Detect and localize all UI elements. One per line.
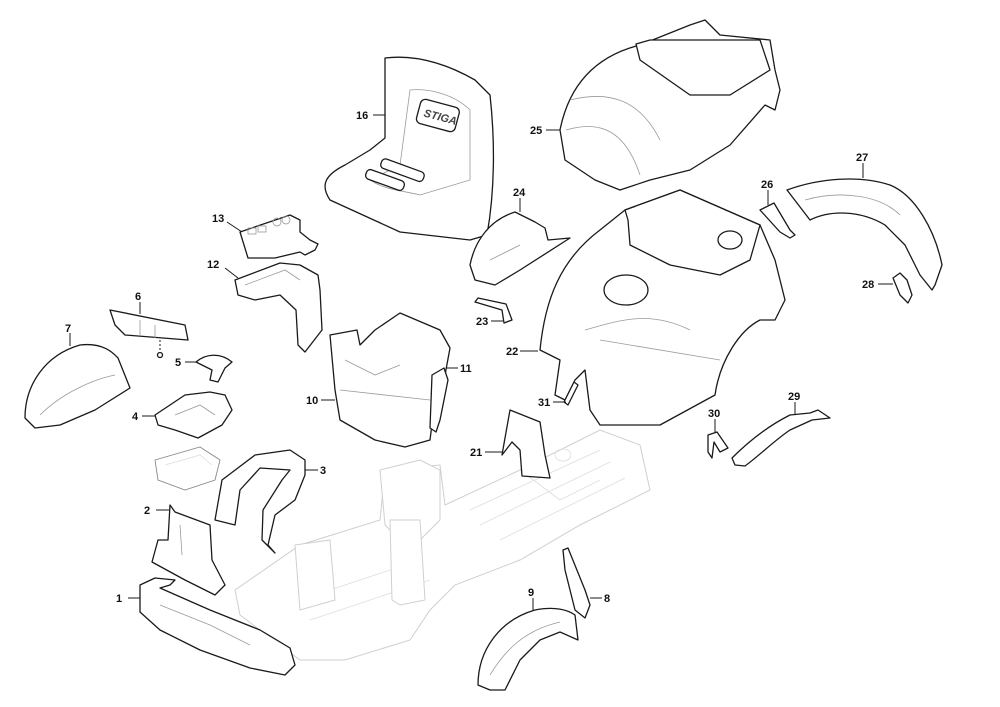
callout-label-10: 10 xyxy=(306,395,318,407)
callout-7[interactable]: 7 xyxy=(65,323,71,346)
callout-label-23: 23 xyxy=(476,316,488,328)
callout-11[interactable]: 11 xyxy=(446,363,472,375)
part-26-bracket[interactable] xyxy=(759,202,796,239)
part-12-console[interactable] xyxy=(234,262,323,353)
battery-ghost xyxy=(154,446,221,491)
chassis-frame xyxy=(234,429,651,661)
part-27-rear-fender[interactable] xyxy=(786,178,943,291)
callout-label-21: 21 xyxy=(470,447,482,459)
part-13-control-panel[interactable] xyxy=(239,214,319,259)
callout-label-2: 2 xyxy=(144,505,150,517)
callout-28[interactable]: 28 xyxy=(862,279,893,291)
callout-label-6: 6 xyxy=(135,291,141,303)
callout-label-1: 1 xyxy=(116,593,122,605)
part-6-bar[interactable] xyxy=(109,309,189,359)
callout-27[interactable]: 27 xyxy=(856,152,868,178)
callout-12[interactable]: 12 xyxy=(207,259,239,279)
callout-label-24: 24 xyxy=(513,187,526,199)
callout-label-7: 7 xyxy=(65,323,71,335)
part-16-seat[interactable]: STIGA xyxy=(324,56,495,241)
part-30-clip[interactable] xyxy=(707,431,729,459)
part-4-cover[interactable] xyxy=(154,391,233,439)
callout-label-31: 31 xyxy=(538,397,550,409)
callout-3[interactable]: 3 xyxy=(305,465,326,477)
part-1-front-bumper[interactable] xyxy=(139,577,296,676)
callout-13[interactable]: 13 xyxy=(212,213,243,233)
part-25-hood-cover[interactable] xyxy=(559,19,781,191)
callout-label-27: 27 xyxy=(856,152,868,164)
callout-23[interactable]: 23 xyxy=(476,316,503,328)
callout-6[interactable]: 6 xyxy=(135,291,141,314)
callout-25[interactable]: 25 xyxy=(530,125,560,137)
part-3-tunnel-cover[interactable] xyxy=(214,449,306,554)
callout-label-12: 12 xyxy=(207,259,219,271)
callout-label-4: 4 xyxy=(132,411,139,423)
callout-26[interactable]: 26 xyxy=(761,179,773,205)
callout-label-25: 25 xyxy=(530,125,542,137)
part-31-rod[interactable] xyxy=(563,381,579,406)
callout-label-16: 16 xyxy=(356,110,368,122)
callout-label-30: 30 xyxy=(708,408,720,420)
part-21-bracket[interactable] xyxy=(501,409,551,479)
callout-label-13: 13 xyxy=(212,213,224,225)
callout-2[interactable]: 2 xyxy=(144,505,170,517)
part-7-left-fender[interactable] xyxy=(24,343,131,429)
callout-1[interactable]: 1 xyxy=(116,593,140,605)
callout-31[interactable]: 31 xyxy=(538,397,566,409)
callout-16[interactable]: 16 xyxy=(356,110,385,122)
part-5-knob-cover[interactable] xyxy=(195,354,233,383)
callout-label-3: 3 xyxy=(320,465,326,477)
callout-label-8: 8 xyxy=(604,593,610,605)
callout-label-9: 9 xyxy=(528,587,534,599)
part-28-clip[interactable] xyxy=(892,272,913,304)
callout-9[interactable]: 9 xyxy=(528,587,534,610)
callout-label-5: 5 xyxy=(175,357,181,369)
callout-24[interactable]: 24 xyxy=(513,187,526,212)
part-24-panel[interactable] xyxy=(469,211,571,286)
callout-29[interactable]: 29 xyxy=(788,391,800,415)
part-11-side-strip[interactable] xyxy=(429,367,449,433)
part-9-fender[interactable] xyxy=(477,607,579,691)
callout-21[interactable]: 21 xyxy=(470,447,502,459)
callout-22[interactable]: 22 xyxy=(506,346,538,358)
part-23-strip[interactable] xyxy=(474,297,513,324)
callout-30[interactable]: 30 xyxy=(708,408,720,433)
callout-10[interactable]: 10 xyxy=(306,395,335,407)
part-2-front-panel[interactable] xyxy=(151,504,226,596)
callout-5[interactable]: 5 xyxy=(175,357,196,369)
callout-label-26: 26 xyxy=(761,179,773,191)
callout-8[interactable]: 8 xyxy=(590,593,610,605)
callout-4[interactable]: 4 xyxy=(132,411,155,423)
part-29-rear-inner-fender[interactable] xyxy=(731,409,831,467)
callout-label-28: 28 xyxy=(862,279,874,291)
callout-label-22: 22 xyxy=(506,346,518,358)
callout-label-11: 11 xyxy=(460,363,472,375)
part-8-side-panel[interactable] xyxy=(562,547,591,619)
callout-label-29: 29 xyxy=(788,391,800,403)
part-22-body-shell[interactable] xyxy=(539,189,786,426)
